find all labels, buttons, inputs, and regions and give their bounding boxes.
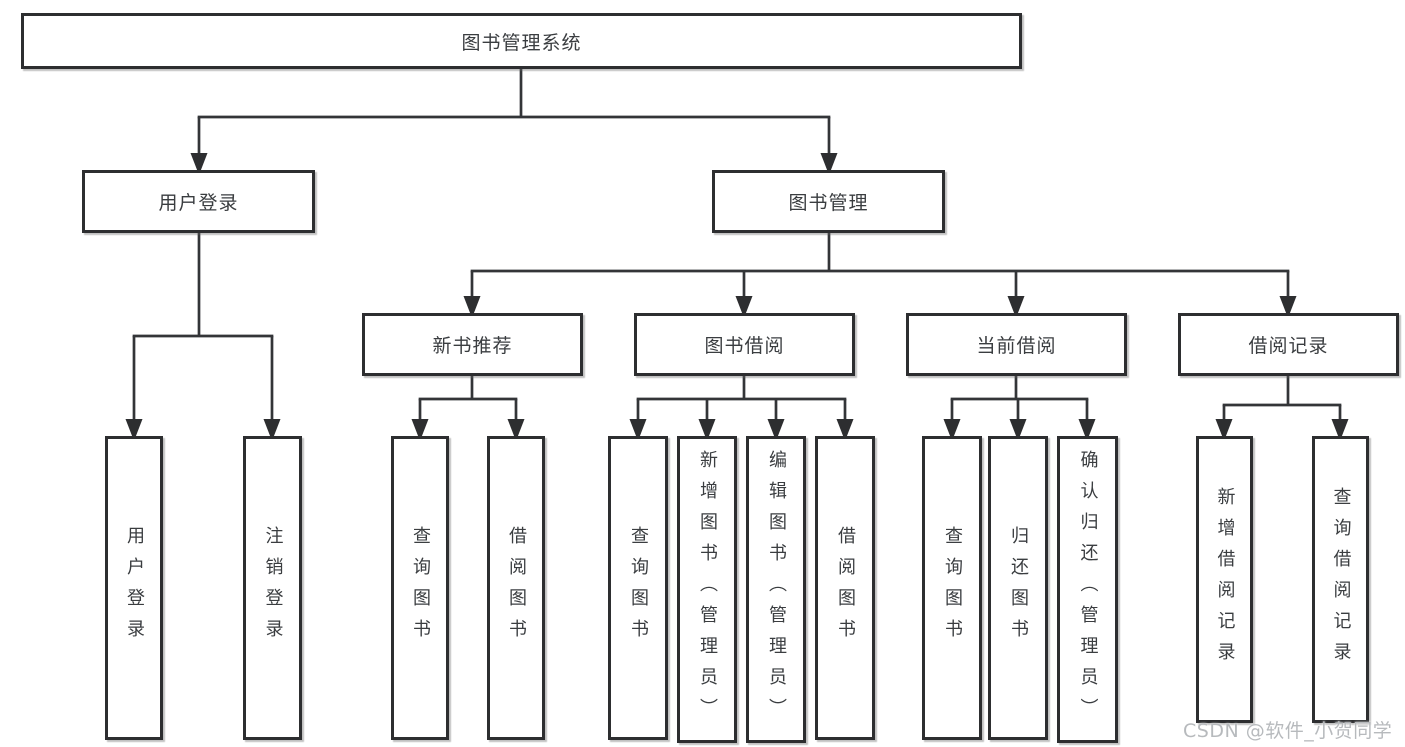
- node-col-borrow-books-1: 借阅图书: [487, 436, 545, 740]
- arrowhead-down-icon: [1009, 419, 1027, 441]
- node-col-logout-login: 注销登录: [243, 436, 302, 740]
- edge-book-management-children: [463, 233, 1297, 318]
- node-col-user-login: 用户登录: [105, 436, 163, 740]
- arrowhead-down-icon: [1215, 419, 1233, 441]
- node-book-management-system-label: 图书管理系统: [461, 31, 582, 54]
- arrowhead-down-icon: [1279, 296, 1297, 318]
- arrowhead-down-icon: [836, 419, 854, 441]
- node-col-query-books-2: 查询图书: [608, 436, 668, 740]
- watermark: CSDN @软件_小贺同学: [1183, 720, 1393, 742]
- node-col-logout-login-label: 注销登录: [262, 526, 284, 650]
- node-book-borrow: 图书借阅: [634, 313, 855, 376]
- arrowhead-down-icon: [767, 419, 785, 441]
- node-col-add-borrow-record-label: 新增借阅记录: [1214, 486, 1236, 673]
- node-borrow-records: 借阅记录: [1178, 313, 1399, 376]
- node-col-borrow-books-2-label: 借阅图书: [835, 526, 856, 650]
- arrowhead-down-icon: [125, 419, 143, 441]
- node-col-add-borrow-record: 新增借阅记录: [1196, 436, 1253, 723]
- node-col-borrow-books-1-label: 借阅图书: [506, 526, 527, 650]
- edge-book-borrow-children: [629, 376, 854, 441]
- arrowhead-down-icon: [190, 153, 208, 175]
- edge-user-login-children: [125, 233, 281, 441]
- node-new-book-recommend: 新书推荐: [362, 313, 583, 376]
- node-col-query-books-2-label: 查询图书: [628, 526, 649, 650]
- node-user-login-label: 用户登录: [158, 192, 239, 214]
- node-col-borrow-books-2: 借阅图书: [815, 436, 875, 740]
- node-col-query-books-3: 查询图书: [922, 436, 982, 740]
- edge-root-children: [190, 69, 838, 175]
- edge-borrow-records-children: [1215, 376, 1349, 441]
- node-col-confirm-return-admin: 确认归还（管理员）: [1057, 436, 1118, 743]
- arrowhead-down-icon: [507, 419, 525, 441]
- edge-current-borrow-children: [943, 376, 1096, 441]
- node-col-add-books-admin-label: 新增图书（管理员）: [697, 450, 718, 729]
- arrowhead-down-icon: [698, 419, 716, 441]
- node-new-book-recommend-label: 新书推荐: [432, 335, 513, 357]
- node-col-user-login-label: 用户登录: [124, 526, 145, 650]
- node-col-query-books-1-label: 查询图书: [410, 526, 431, 650]
- node-col-query-borrow-record: 查询借阅记录: [1312, 436, 1369, 723]
- node-borrow-records-label: 借阅记录: [1248, 335, 1329, 357]
- node-col-confirm-return-admin-label: 确认归还（管理员）: [1077, 450, 1099, 729]
- arrowhead-down-icon: [1007, 296, 1025, 318]
- node-book-management-label: 图书管理: [788, 192, 869, 214]
- node-col-edit-books-admin-label: 编辑图书（管理员）: [766, 450, 787, 729]
- node-col-add-books-admin: 新增图书（管理员）: [677, 436, 737, 743]
- node-book-management-system: 图书管理系统: [21, 13, 1022, 69]
- node-col-query-books-3-label: 查询图书: [942, 526, 963, 650]
- node-col-edit-books-admin: 编辑图书（管理员）: [746, 436, 806, 743]
- node-user-login: 用户登录: [82, 170, 315, 233]
- arrowhead-down-icon: [1331, 419, 1349, 441]
- node-current-borrow-label: 当前借阅: [976, 335, 1057, 357]
- node-book-borrow-label: 图书借阅: [704, 335, 785, 357]
- arrowhead-down-icon: [411, 419, 429, 441]
- node-current-borrow: 当前借阅: [906, 313, 1127, 376]
- node-col-return-books: 归还图书: [988, 436, 1048, 740]
- arrowhead-down-icon: [735, 296, 753, 318]
- arrowhead-down-icon: [463, 296, 481, 318]
- node-col-query-borrow-record-label: 查询借阅记录: [1330, 486, 1352, 673]
- arrowhead-down-icon: [820, 153, 838, 175]
- arrowhead-down-icon: [263, 419, 281, 441]
- arrowhead-down-icon: [629, 419, 647, 441]
- arrowhead-down-icon: [943, 419, 961, 441]
- edge-new-book-recommend-children: [411, 376, 525, 441]
- node-col-return-books-label: 归还图书: [1008, 526, 1029, 650]
- arrowhead-down-icon: [1078, 419, 1096, 441]
- node-book-management: 图书管理: [712, 170, 945, 233]
- node-col-query-books-1: 查询图书: [391, 436, 449, 740]
